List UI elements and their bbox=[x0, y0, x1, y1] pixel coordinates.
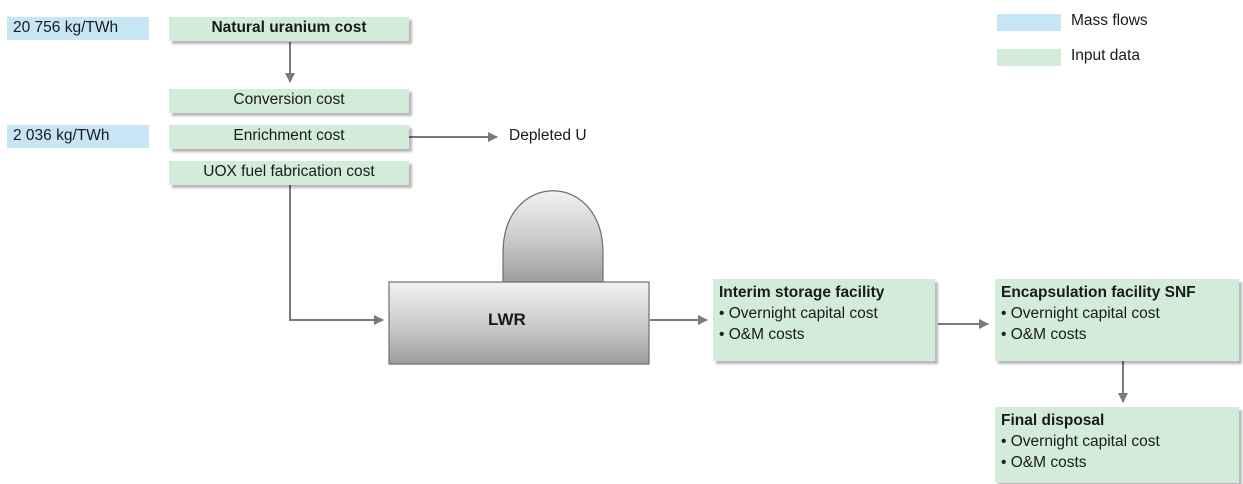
legend-swatch-mass-flows bbox=[997, 14, 1061, 31]
final-disposal-item-capital: • Overnight capital cost bbox=[1001, 433, 1160, 450]
final-disposal-item-om: • O&M costs bbox=[1001, 454, 1087, 471]
enrichment-cost-box: Enrichment cost bbox=[169, 125, 409, 149]
interim-storage-item-om: • O&M costs bbox=[719, 326, 805, 343]
mass-flow-enrichment: 2 036 kg/TWh bbox=[7, 125, 149, 148]
interim-storage-title: Interim storage facility bbox=[719, 284, 885, 301]
encapsulation-box: Encapsulation facility SNF • Overnight c… bbox=[995, 279, 1239, 361]
lwr-label: LWR bbox=[488, 310, 526, 329]
uox-fabrication-cost-box: UOX fuel fabrication cost bbox=[169, 161, 409, 185]
final-disposal-box: Final disposal • Overnight capital cost … bbox=[995, 407, 1239, 483]
lwr-reactor-shape bbox=[388, 190, 650, 365]
depleted-u-label: Depleted U bbox=[509, 127, 587, 144]
legend-label-mass-flows: Mass flows bbox=[1071, 12, 1148, 29]
arrow-fabrication-to-lwr bbox=[289, 185, 384, 325]
final-disposal-title: Final disposal bbox=[1001, 412, 1105, 429]
legend-label-input-data: Input data bbox=[1071, 47, 1140, 64]
legend-swatch-input-data bbox=[997, 49, 1061, 66]
interim-storage-item-capital: • Overnight capital cost bbox=[719, 305, 878, 322]
conversion-cost-box: Conversion cost bbox=[169, 89, 409, 113]
mass-flow-natural-uranium: 20 756 kg/TWh bbox=[7, 17, 149, 40]
encapsulation-item-om: • O&M costs bbox=[1001, 326, 1087, 343]
encapsulation-title: Encapsulation facility SNF bbox=[1001, 284, 1196, 301]
encapsulation-item-capital: • Overnight capital cost bbox=[1001, 305, 1160, 322]
interim-storage-box: Interim storage facility • Overnight cap… bbox=[713, 279, 935, 361]
natural-uranium-cost-box: Natural uranium cost bbox=[169, 17, 409, 41]
